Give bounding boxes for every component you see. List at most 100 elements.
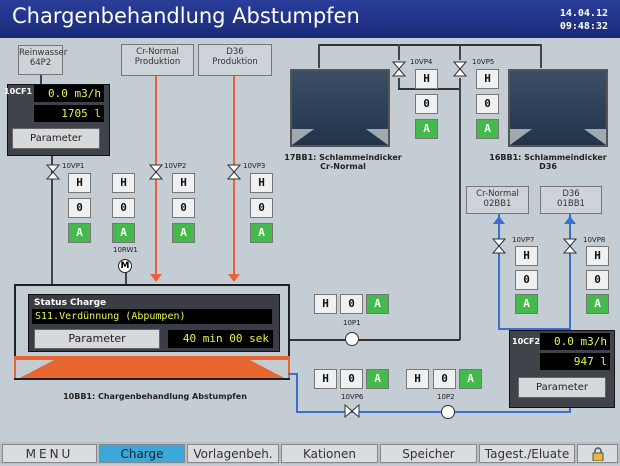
charge-parameter-button[interactable]: Parameter xyxy=(34,329,160,349)
valve-vp7-icon[interactable] xyxy=(492,238,506,254)
charge-status-label: Status Charge xyxy=(34,298,107,308)
pipe-vp4-up xyxy=(398,44,400,60)
tank-16bb1-cone xyxy=(510,129,532,145)
vp5-hand-button[interactable]: H xyxy=(476,69,499,89)
vp1-off-button[interactable]: 0 xyxy=(68,198,91,218)
vp8-hand-button[interactable]: H xyxy=(586,246,609,266)
flowmeter-cf2-total: 947 l xyxy=(540,353,610,370)
lock-button[interactable] xyxy=(577,444,618,463)
valve-vp3-icon[interactable] xyxy=(227,164,241,180)
tank-10bb1-top xyxy=(14,284,290,286)
vp6-hand-button[interactable]: H xyxy=(314,369,337,389)
pipe-to-17bb1 xyxy=(318,44,320,68)
rw1-auto-button[interactable]: A xyxy=(112,223,135,243)
tank-10bb1-bottom xyxy=(14,378,290,380)
valve-vp8-label: 10VP8 xyxy=(583,236,606,244)
p1-hand-button[interactable]: H xyxy=(314,294,337,314)
nav-charge[interactable]: Charge xyxy=(99,444,185,463)
nav-tagest-eluate[interactable]: Tagest./Eluate xyxy=(479,444,575,463)
dest-cr-normal[interactable]: Cr-Normal 02BB1 xyxy=(466,186,529,214)
pipe-outlet-v xyxy=(296,373,298,413)
valve-vp2-label: 10VP2 xyxy=(164,162,187,170)
vp4-hand-button[interactable]: H xyxy=(415,69,438,89)
vp7-hand-button[interactable]: H xyxy=(515,246,538,266)
cf1-parameter-button[interactable]: Parameter xyxy=(12,128,100,149)
source-cr-normal-name: Cr-Normal xyxy=(136,47,179,57)
page-title: Chargenbehandlung Abstumpfen xyxy=(12,4,360,28)
tank-10bb1-left xyxy=(14,284,16,380)
source-d36[interactable]: D36 Produktion xyxy=(198,44,272,76)
pump-p2-icon[interactable] xyxy=(441,405,455,419)
pipe-to-16bb1 xyxy=(540,44,542,68)
valve-vp4-label: 10VP4 xyxy=(410,58,433,66)
p2-off-button[interactable]: 0 xyxy=(433,369,456,389)
vp3-off-button[interactable]: 0 xyxy=(250,198,273,218)
tank-10bb1-cone xyxy=(16,360,54,380)
vp7-auto-button[interactable]: A xyxy=(515,294,538,314)
date-display: 14.04.12 xyxy=(559,8,608,19)
valve-vp6-icon[interactable] xyxy=(344,404,360,418)
vp5-auto-button[interactable]: A xyxy=(476,119,499,139)
tank-17bb1-name: 17BB1: Schlammeindicker xyxy=(284,153,402,162)
source-reinwasser[interactable]: Reinwasser 64P2 xyxy=(18,45,67,75)
lock-icon xyxy=(592,447,603,462)
dest-d36[interactable]: D36 01BB1 xyxy=(540,186,602,214)
pump-p1-icon[interactable] xyxy=(345,332,359,346)
pipe-reinwasser-in xyxy=(40,75,42,87)
pipe-vp8 xyxy=(569,214,571,329)
nav-speicher[interactable]: Speicher xyxy=(380,444,477,463)
vp4-auto-button[interactable]: A xyxy=(415,119,438,139)
vp8-off-button[interactable]: 0 xyxy=(586,270,609,290)
nav-vorlagenbeh[interactable]: Vorlagenbeh. xyxy=(187,444,279,463)
p2-auto-button[interactable]: A xyxy=(459,369,482,389)
p2-hand-button[interactable]: H xyxy=(406,369,429,389)
vp8-auto-button[interactable]: A xyxy=(586,294,609,314)
dest-d36-name: D36 xyxy=(562,189,580,199)
valve-vp4-icon[interactable] xyxy=(392,61,406,77)
arrow-down-icon xyxy=(228,274,240,282)
charge-timer: 40 min 00 sek xyxy=(168,330,273,348)
tank-17bb1-label: 17BB1: Schlammeindicker Cr-Normal xyxy=(268,153,418,171)
vp4-off-button[interactable]: 0 xyxy=(415,94,438,114)
tank-17bb1-cone xyxy=(366,129,388,145)
vp2-off-button[interactable]: 0 xyxy=(172,198,195,218)
vp1-auto-button[interactable]: A xyxy=(68,223,91,243)
vp6-auto-button[interactable]: A xyxy=(366,369,389,389)
nav-kationen[interactable]: Kationen xyxy=(281,444,378,463)
time-display: 09:48:32 xyxy=(559,21,608,32)
tank-16bb1-label: 16BB1: Schlammeindicker D36 xyxy=(478,153,618,171)
nav-menu[interactable]: MENU xyxy=(2,444,97,463)
tank-10bb1-right xyxy=(288,284,290,380)
vp2-hand-button[interactable]: H xyxy=(172,173,195,193)
dest-cr-normal-name: Cr-Normal xyxy=(476,189,519,199)
vp7-off-button[interactable]: 0 xyxy=(515,270,538,290)
charge-status-text: S11.Verdünnung (Abpumpen) xyxy=(32,309,272,324)
vp5-off-button[interactable]: 0 xyxy=(476,94,499,114)
p1-auto-button[interactable]: A xyxy=(366,294,389,314)
valve-vp3-label: 10VP3 xyxy=(243,162,266,170)
pipe-vp7-vp8-link xyxy=(498,328,571,330)
pipe-vp7 xyxy=(498,214,500,329)
rw1-hand-button[interactable]: H xyxy=(112,173,135,193)
cf2-parameter-button[interactable]: Parameter xyxy=(518,377,606,398)
pipe-reinwasser-down xyxy=(51,155,53,285)
pipe-to-16bb1-top xyxy=(459,44,540,46)
valve-vp8-icon[interactable] xyxy=(563,238,577,254)
pipe-outlet-h xyxy=(288,373,298,375)
vp1-hand-button[interactable]: H xyxy=(68,173,91,193)
valve-vp5-icon[interactable] xyxy=(453,61,467,77)
valve-vp1-icon[interactable] xyxy=(46,164,60,180)
source-cr-normal[interactable]: Cr-Normal Produktion xyxy=(121,44,194,76)
vp6-off-button[interactable]: 0 xyxy=(340,369,363,389)
p1-off-button[interactable]: 0 xyxy=(340,294,363,314)
valve-vp2-icon[interactable] xyxy=(149,164,163,180)
vp3-auto-button[interactable]: A xyxy=(250,223,273,243)
rw1-off-button[interactable]: 0 xyxy=(112,198,135,218)
motor-icon[interactable]: M xyxy=(118,259,132,273)
pipe-vp5-main xyxy=(459,78,461,340)
stirrer-shaft xyxy=(125,273,127,285)
valve-vp5-label: 10VP5 xyxy=(472,58,495,66)
vp3-hand-button[interactable]: H xyxy=(250,173,273,193)
stirrer-rw1-label: 10RW1 xyxy=(113,246,138,254)
vp2-auto-button[interactable]: A xyxy=(172,223,195,243)
